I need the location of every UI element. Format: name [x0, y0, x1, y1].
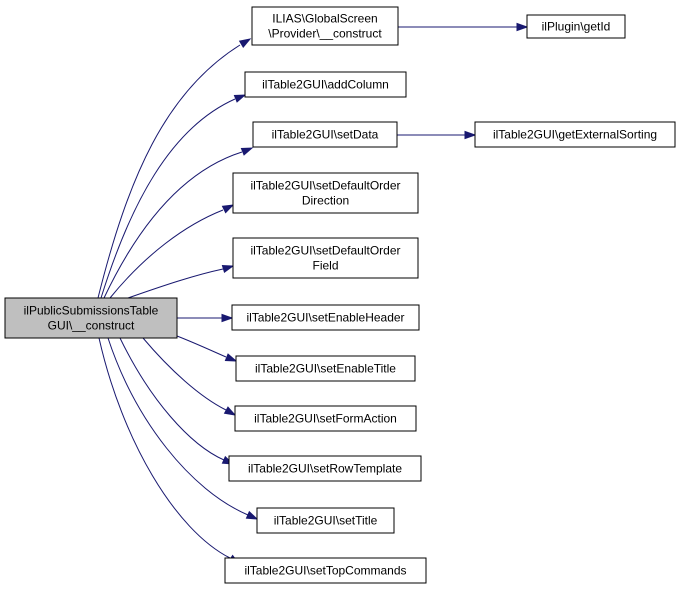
graph-node[interactable]: ilTable2GUI\setEnableHeader [231, 304, 420, 331]
node-box [474, 121, 676, 148]
call-graph-edges [97, 22, 529, 565]
node-box [232, 237, 419, 279]
edge-root-n1 [97, 38, 252, 299]
edge-line [103, 151, 243, 299]
node-label: ilTable2GUI\setData [272, 128, 379, 142]
edge-n4-n5 [397, 130, 477, 140]
node-label: ilTable2GUI\setTitle [274, 514, 378, 528]
node-box [224, 557, 427, 584]
arrowhead-icon [233, 94, 247, 103]
edge-line [142, 337, 227, 411]
edge-root-n12 [107, 337, 259, 520]
node-label: ilPlugin\getId [542, 20, 611, 34]
node-label: Direction [302, 194, 349, 208]
edge-root-n11 [119, 337, 235, 465]
node-label: ilTable2GUI\setRowTemplate [248, 462, 402, 476]
node-box [244, 71, 407, 98]
node-label: ilTable2GUI\setEnableTitle [255, 362, 396, 376]
edge-root-n6 [109, 204, 235, 299]
node-label: ilTable2GUI\addColumn [262, 78, 389, 92]
node-box [252, 121, 398, 148]
arrowhead-icon [221, 264, 235, 274]
edge-line [119, 337, 225, 461]
node-label: ilTable2GUI\setFormAction [254, 412, 397, 426]
graph-node[interactable]: ILIAS\GlobalScreen\Provider\__construct [251, 6, 399, 46]
arrowhead-icon [221, 313, 234, 323]
node-box [235, 355, 416, 382]
edge-root-n7 [127, 264, 235, 299]
node-label: ilPublicSubmissionsTable [24, 304, 159, 318]
node-box [231, 304, 420, 331]
edge-n1-n2 [398, 22, 529, 32]
node-box [234, 405, 417, 432]
edge-root-n4 [103, 147, 254, 299]
graph-node[interactable]: ilTable2GUI\setTitle [256, 507, 395, 534]
node-label: ilTable2GUI\setTopCommands [244, 564, 406, 578]
node-box [232, 172, 419, 214]
arrowhead-icon [238, 38, 252, 49]
edge-root-n8 [177, 313, 234, 323]
arrowhead-icon [240, 147, 254, 156]
node-label: ilTable2GUI\setDefaultOrder [250, 244, 400, 258]
node-label: ILIAS\GlobalScreen [272, 12, 377, 26]
edge-line [176, 335, 227, 358]
arrowhead-icon [221, 204, 235, 214]
node-box [4, 297, 178, 339]
arrowhead-icon [464, 130, 477, 140]
node-box [526, 14, 626, 39]
graph-node[interactable]: ilTable2GUI\getExternalSorting [474, 121, 676, 148]
node-box [256, 507, 395, 534]
graph-node[interactable]: ilTable2GUI\addColumn [244, 71, 407, 98]
graph-node[interactable]: ilTable2GUI\setEnableTitle [235, 355, 416, 382]
graph-node[interactable]: ilPlugin\getId [526, 14, 626, 39]
arrowhead-icon [224, 353, 238, 362]
arrowhead-icon [245, 510, 259, 520]
arrowhead-icon [223, 406, 237, 416]
node-label: ilTable2GUI\setDefaultOrder [250, 179, 400, 193]
graph-node[interactable]: ilTable2GUI\setFormAction [234, 405, 417, 432]
node-label: \Provider\__construct [268, 27, 382, 41]
edge-line [97, 44, 241, 299]
edge-line [98, 337, 231, 559]
arrowhead-icon [516, 22, 529, 32]
node-label: ilTable2GUI\getExternalSorting [493, 128, 657, 142]
edge-line [100, 98, 236, 299]
edge-line [107, 337, 249, 516]
graph-node[interactable]: ilTable2GUI\setData [252, 121, 398, 148]
edge-line [109, 209, 224, 299]
edge-root-n10 [142, 337, 237, 416]
node-label: GUI\__construct [48, 319, 135, 333]
graph-node[interactable]: ilTable2GUI\setTopCommands [224, 557, 427, 584]
node-label: Field [312, 259, 338, 273]
graph-node[interactable]: ilTable2GUI\setRowTemplate [228, 455, 422, 482]
edge-root-n3 [100, 94, 247, 299]
edge-line [127, 268, 224, 299]
edge-root-n9 [176, 335, 238, 362]
node-label: ilTable2GUI\setEnableHeader [246, 311, 404, 325]
node-box [228, 455, 422, 482]
node-box [251, 6, 399, 46]
